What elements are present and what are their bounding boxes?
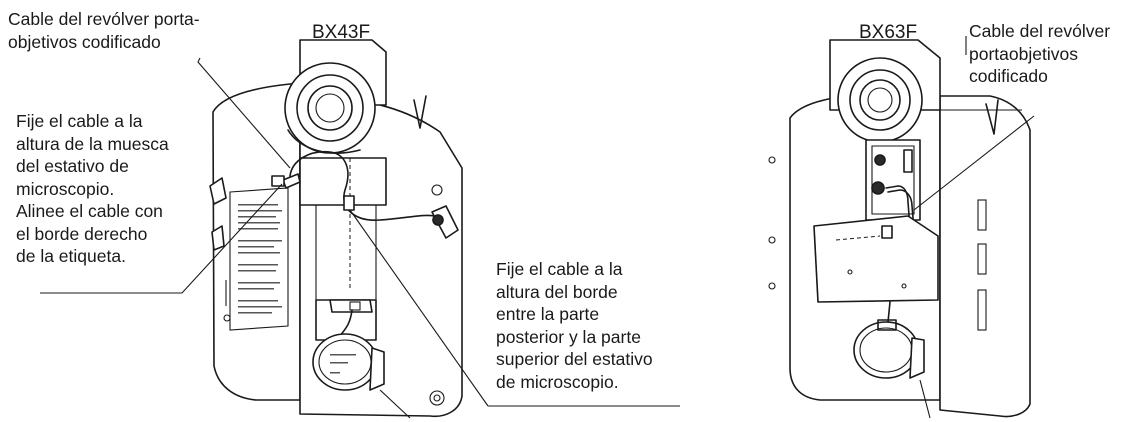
left-notch-label: Fije el cable a la altura de la muesca d… <box>16 111 169 266</box>
bx43f-title: BX43F <box>312 22 371 43</box>
label-text-lines <box>238 204 282 314</box>
leader-left-cable <box>197 57 291 169</box>
leader-right-cable <box>913 36 1035 211</box>
bx43f-microscope-illustration <box>209 39 463 418</box>
center-edge-label: Fije el cable a la altura del borde entr… <box>496 259 653 392</box>
leader-lines <box>40 36 1035 419</box>
left-cable-label: Cable del revólver porta- objetivos codi… <box>8 9 200 52</box>
leader-center-edge <box>349 209 680 407</box>
right-cable-label: Cable del revólver portaobjetivos codifi… <box>969 21 1111 86</box>
bx63f-microscope-illustration <box>768 39 1031 418</box>
leader-left-notch <box>40 183 283 294</box>
bx63f-title: BX63F <box>859 22 918 43</box>
